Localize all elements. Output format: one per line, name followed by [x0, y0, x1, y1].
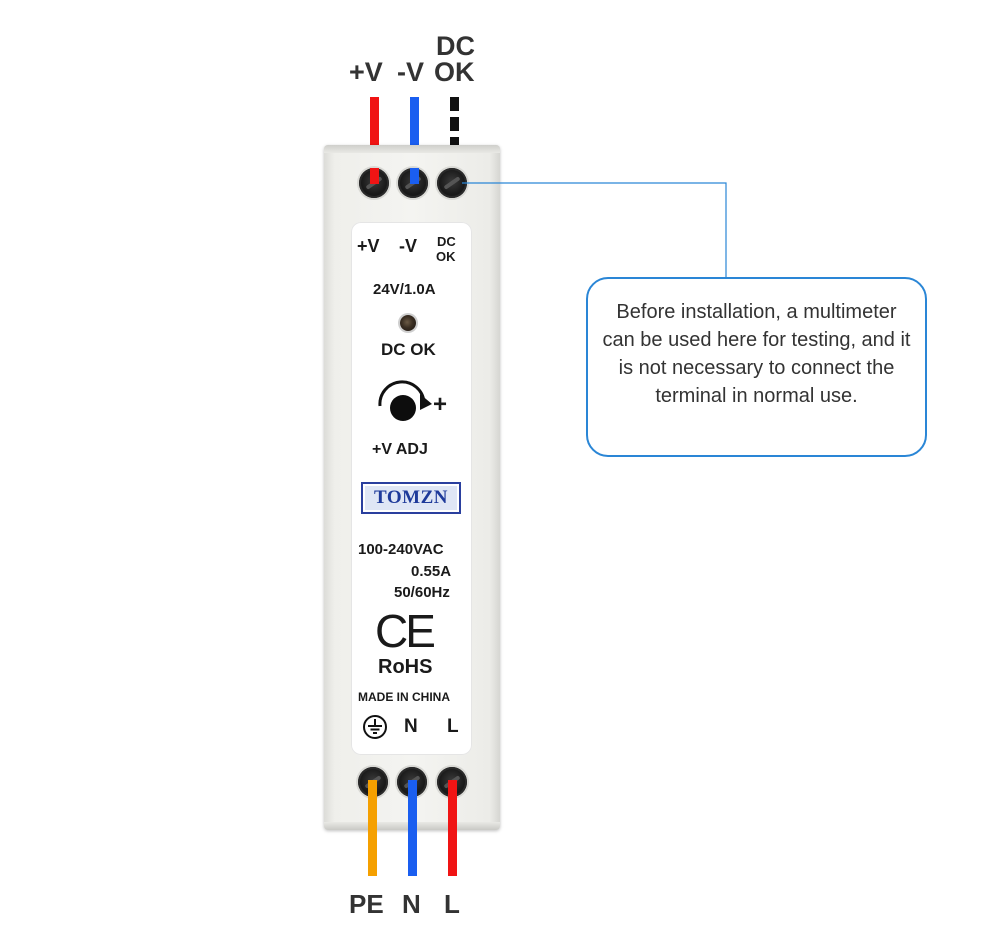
red-wire-plus-v — [370, 97, 379, 189]
output-rating: 24V/1.0A — [373, 281, 436, 298]
voltage-adjust-knob-icon — [378, 380, 432, 421]
orange-wire-pe — [368, 780, 377, 876]
dc-ok-led — [400, 315, 416, 331]
brand-logo-box: TOMZN — [361, 482, 461, 514]
black-dashed-wire-dc-ok — [450, 97, 459, 189]
adjust-plus-sign: + — [433, 391, 448, 418]
callout-text: Before installation, a multimeter can be… — [602, 301, 911, 407]
ground-symbol-icon — [363, 715, 387, 739]
plate-terminal-plus-v: +V — [357, 236, 380, 256]
led-label: DC OK — [381, 340, 436, 359]
origin-text: MADE IN CHINA — [358, 690, 450, 704]
wire-label-dc-ok-line1: DC — [436, 31, 475, 61]
plate-terminal-minus-v: -V — [399, 236, 417, 256]
bottom-label-pe: PE — [349, 889, 384, 919]
rohs-mark: RoHS — [378, 656, 433, 678]
callout-box: Before installation, a multimeter can be… — [586, 277, 927, 457]
plate-terminal-l: L — [447, 716, 459, 737]
input-voltage: 100-240VAC — [358, 541, 444, 558]
plate-terminal-dc-ok-line2: OK — [436, 249, 456, 264]
blue-wire-minus-v — [410, 97, 419, 189]
blue-wire-end — [410, 168, 419, 184]
wire-label-minus-v: -V — [397, 57, 424, 87]
plate-terminal-dc-ok-line1: DC — [437, 234, 456, 249]
wire-label-plus-v: +V — [349, 57, 383, 87]
brand-logo-text: TOMZN — [374, 487, 448, 508]
ce-mark: CE — [375, 605, 436, 657]
bottom-label-l: L — [444, 889, 460, 919]
blue-wire-n — [408, 780, 417, 876]
wire-label-dc-ok-line2: OK — [434, 57, 475, 87]
bottom-label-n: N — [402, 889, 421, 919]
red-wire-l — [448, 780, 457, 876]
input-frequency: 50/60Hz — [394, 584, 450, 601]
red-wire-end — [370, 168, 379, 184]
plate-terminal-n: N — [404, 716, 418, 737]
module-top-edge — [324, 145, 500, 153]
adjust-label: +V ADJ — [372, 441, 428, 458]
input-current: 0.55A — [411, 563, 452, 580]
